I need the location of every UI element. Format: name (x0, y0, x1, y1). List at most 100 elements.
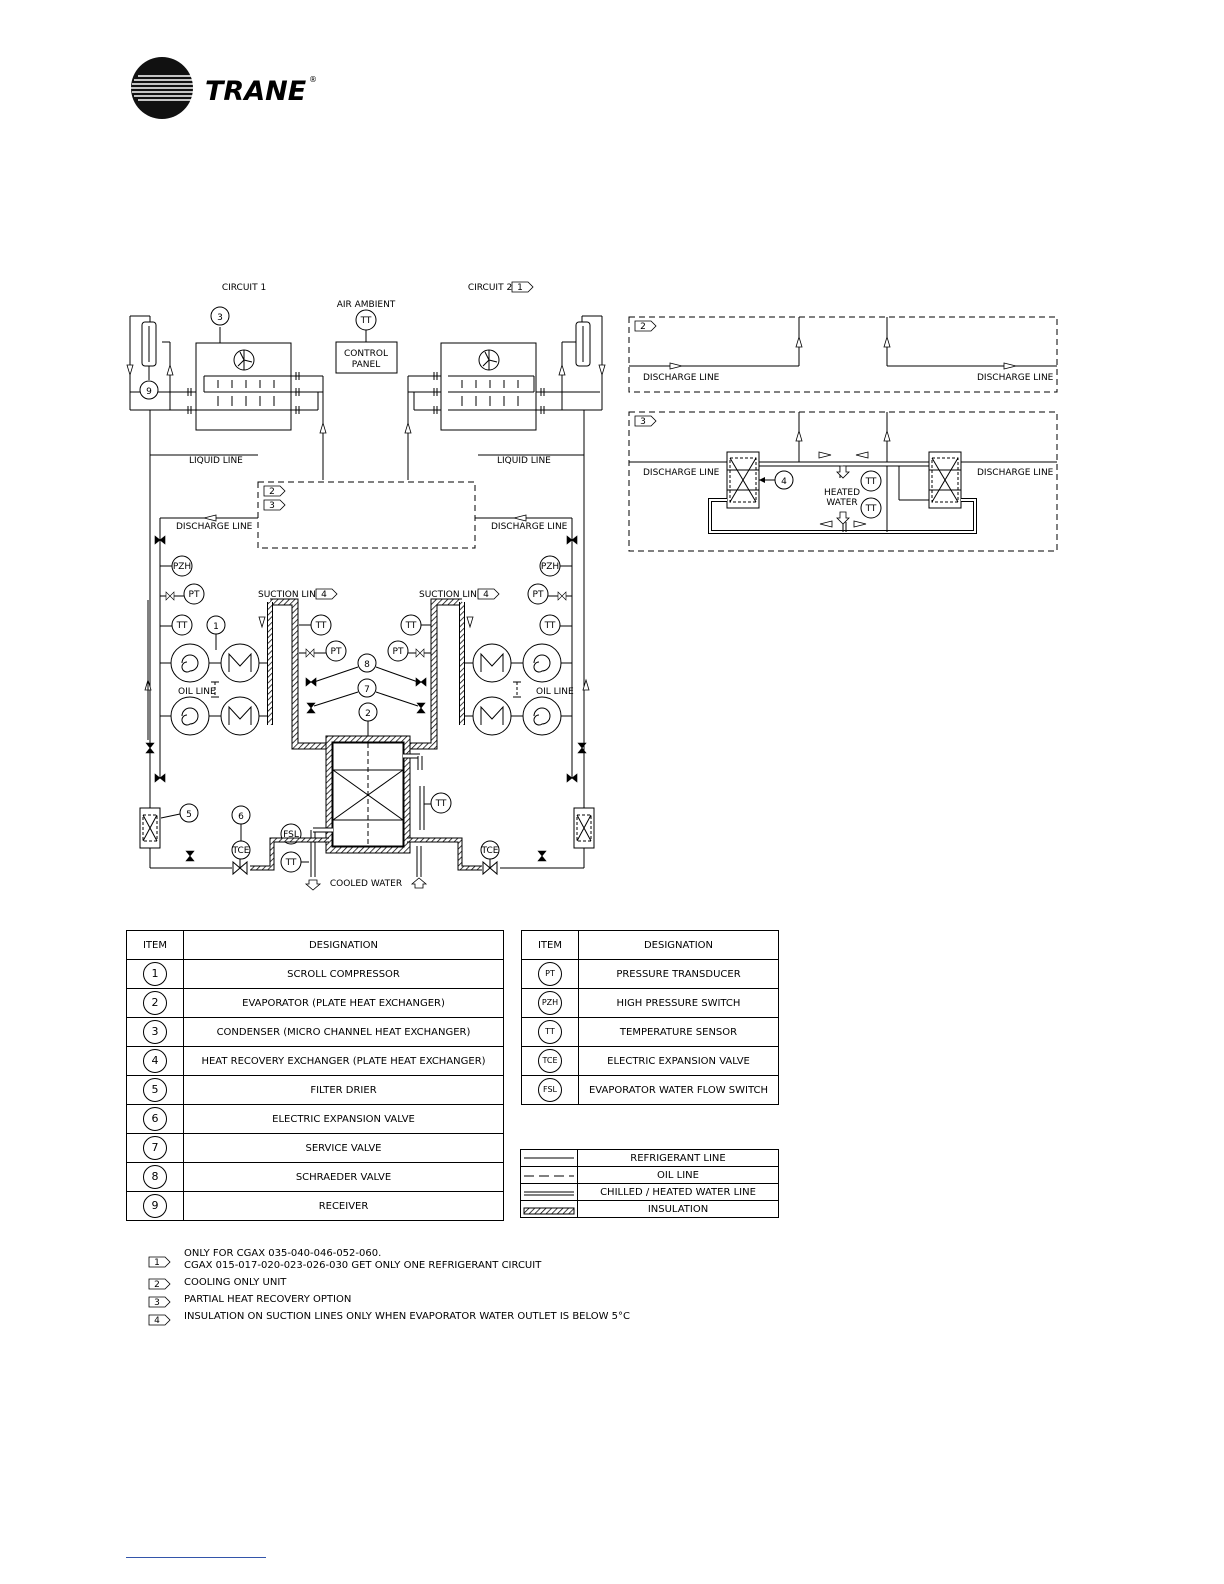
svg-text:7: 7 (364, 685, 370, 695)
item-designation: RECEIVER (183, 1191, 504, 1221)
svg-text:TT: TT (544, 621, 556, 631)
svg-text:3: 3 (217, 313, 223, 323)
svg-text:3: 3 (154, 1298, 160, 1308)
svg-text:4: 4 (321, 590, 327, 600)
discharge-line-label-opt2-left: DISCHARGE LINE (643, 373, 720, 383)
discharge-lines (159, 517, 573, 700)
note-item: PARTIAL HEAT RECOVERY OPTION (148, 1294, 630, 1306)
item-designation: SCROLL COMPRESSOR (183, 959, 504, 989)
discharge-line-label-2: DISCHARGE LINE (491, 522, 568, 532)
callout-2: 2 (358, 702, 378, 740)
item-designation: SCHRAEDER VALVE (183, 1162, 504, 1192)
line-legend-label: REFRIGERANT LINE (577, 1149, 779, 1167)
circuit-2-label: CIRCUIT 2 (468, 283, 512, 293)
discharge-line-label-opt2-right: DISCHARGE LINE (977, 373, 1054, 383)
svg-text:FSL: FSL (283, 830, 299, 840)
svg-text:TT: TT (865, 477, 877, 487)
svg-text:PANEL: PANEL (352, 360, 380, 370)
line-legend-row: INSULATION (520, 1200, 779, 1218)
callout-7: 7 (313, 678, 419, 707)
svg-text:3: 3 (640, 417, 646, 427)
scroll-compressors-circuit-2 (462, 643, 572, 736)
discharge-line-label-opt3-right: DISCHARGE LINE (977, 468, 1054, 478)
line-legend-row: OIL LINE (520, 1166, 779, 1184)
svg-text:2: 2 (365, 709, 371, 719)
pzh-sensor-1: PZH (160, 555, 193, 577)
filter-drier-2 (573, 807, 595, 849)
item-symbol: 1 (126, 959, 184, 989)
item-designation: ELECTRIC EXPANSION VALVE (183, 1104, 504, 1134)
svg-text:PZH: PZH (173, 562, 191, 572)
item-symbol: 9 (126, 1191, 184, 1221)
svg-text:5: 5 (186, 810, 192, 820)
option-box-heat-recovery: 3 (628, 411, 1058, 552)
liquid-line-label-2: LIQUID LINE (497, 456, 551, 466)
svg-text:4: 4 (781, 477, 787, 487)
item-symbol: 5 (126, 1075, 184, 1105)
svg-text:2: 2 (640, 322, 646, 332)
svg-text:PT: PT (533, 590, 544, 600)
control-panel: CONTROL PANEL (335, 341, 398, 374)
heated-water-label-1: HEATED (824, 488, 860, 498)
footer-rule (126, 1557, 266, 1558)
line-legend-swatch (520, 1149, 578, 1167)
sensor-symbol: FSL (521, 1075, 579, 1105)
callout-5: 5 (160, 803, 199, 823)
svg-text:6: 6 (238, 812, 244, 822)
sensor-designation: PRESSURE TRANSDUCER (578, 959, 779, 989)
option-box-cooling-only: 2 DISCHARGE LINE DISCHARGE LINE (628, 316, 1058, 393)
liquid-line-label-1: LIQUID LINE (189, 456, 243, 466)
svg-text:1: 1 (154, 1258, 160, 1268)
discharge-line-label-opt3-left: DISCHARGE LINE (643, 468, 720, 478)
svg-text:2: 2 (154, 1280, 160, 1290)
line-legend-swatch (520, 1166, 578, 1184)
note-line: PARTIAL HEAT RECOVERY OPTION (184, 1294, 352, 1305)
tt-sensor-discharge-2: TT (539, 614, 572, 636)
tt-sensor-suction-1: TT (299, 614, 332, 636)
svg-text:TT: TT (360, 316, 372, 326)
note-line: ONLY FOR CGAX 035-040-046-052-060. (184, 1248, 382, 1259)
sensor-designation: ELECTRIC EXPANSION VALVE (578, 1046, 779, 1076)
liquid-line-bottom (149, 837, 585, 871)
sensor-symbol: TT (521, 1017, 579, 1047)
circuit-2-note-tag: 1 (511, 281, 534, 293)
item-symbol: 4 (126, 1046, 184, 1076)
item-symbol: 8 (126, 1162, 184, 1192)
trane-logo-text: TRANE (205, 76, 307, 107)
evaporator (325, 735, 411, 854)
option-box-center: 2 3 (257, 481, 476, 549)
condenser-circuit-2 (407, 315, 603, 808)
svg-text:PZH: PZH (541, 562, 559, 572)
svg-text:4: 4 (154, 1316, 160, 1326)
sensor-designation: TEMPERATURE SENSOR (578, 1017, 779, 1047)
trane-logo: TRANE ® (131, 57, 317, 119)
suction-note-tag-1: 4 (315, 588, 338, 600)
item-designation: EVAPORATOR (PLATE HEAT EXCHANGER) (183, 988, 504, 1018)
sensor-designation: HIGH PRESSURE SWITCH (578, 988, 779, 1018)
svg-text:TT: TT (405, 621, 417, 631)
tt-sensor-water-out: TT (424, 792, 452, 814)
item-designation: FILTER DRIER (183, 1075, 504, 1105)
oil-line-label-1: OIL LINE (178, 687, 216, 697)
note-line: COOLING ONLY UNIT (184, 1277, 287, 1288)
sensors-table-header-item: ITEM (521, 930, 579, 960)
line-legend-swatch (520, 1200, 578, 1218)
svg-text:TT: TT (315, 621, 327, 631)
suction-line-label-2: SUCTION LINE (419, 590, 483, 600)
callout-3: 3 (210, 306, 230, 326)
filter-drier-1 (139, 807, 161, 849)
svg-text:3: 3 (269, 501, 275, 511)
trane-logo-mark (131, 57, 193, 119)
